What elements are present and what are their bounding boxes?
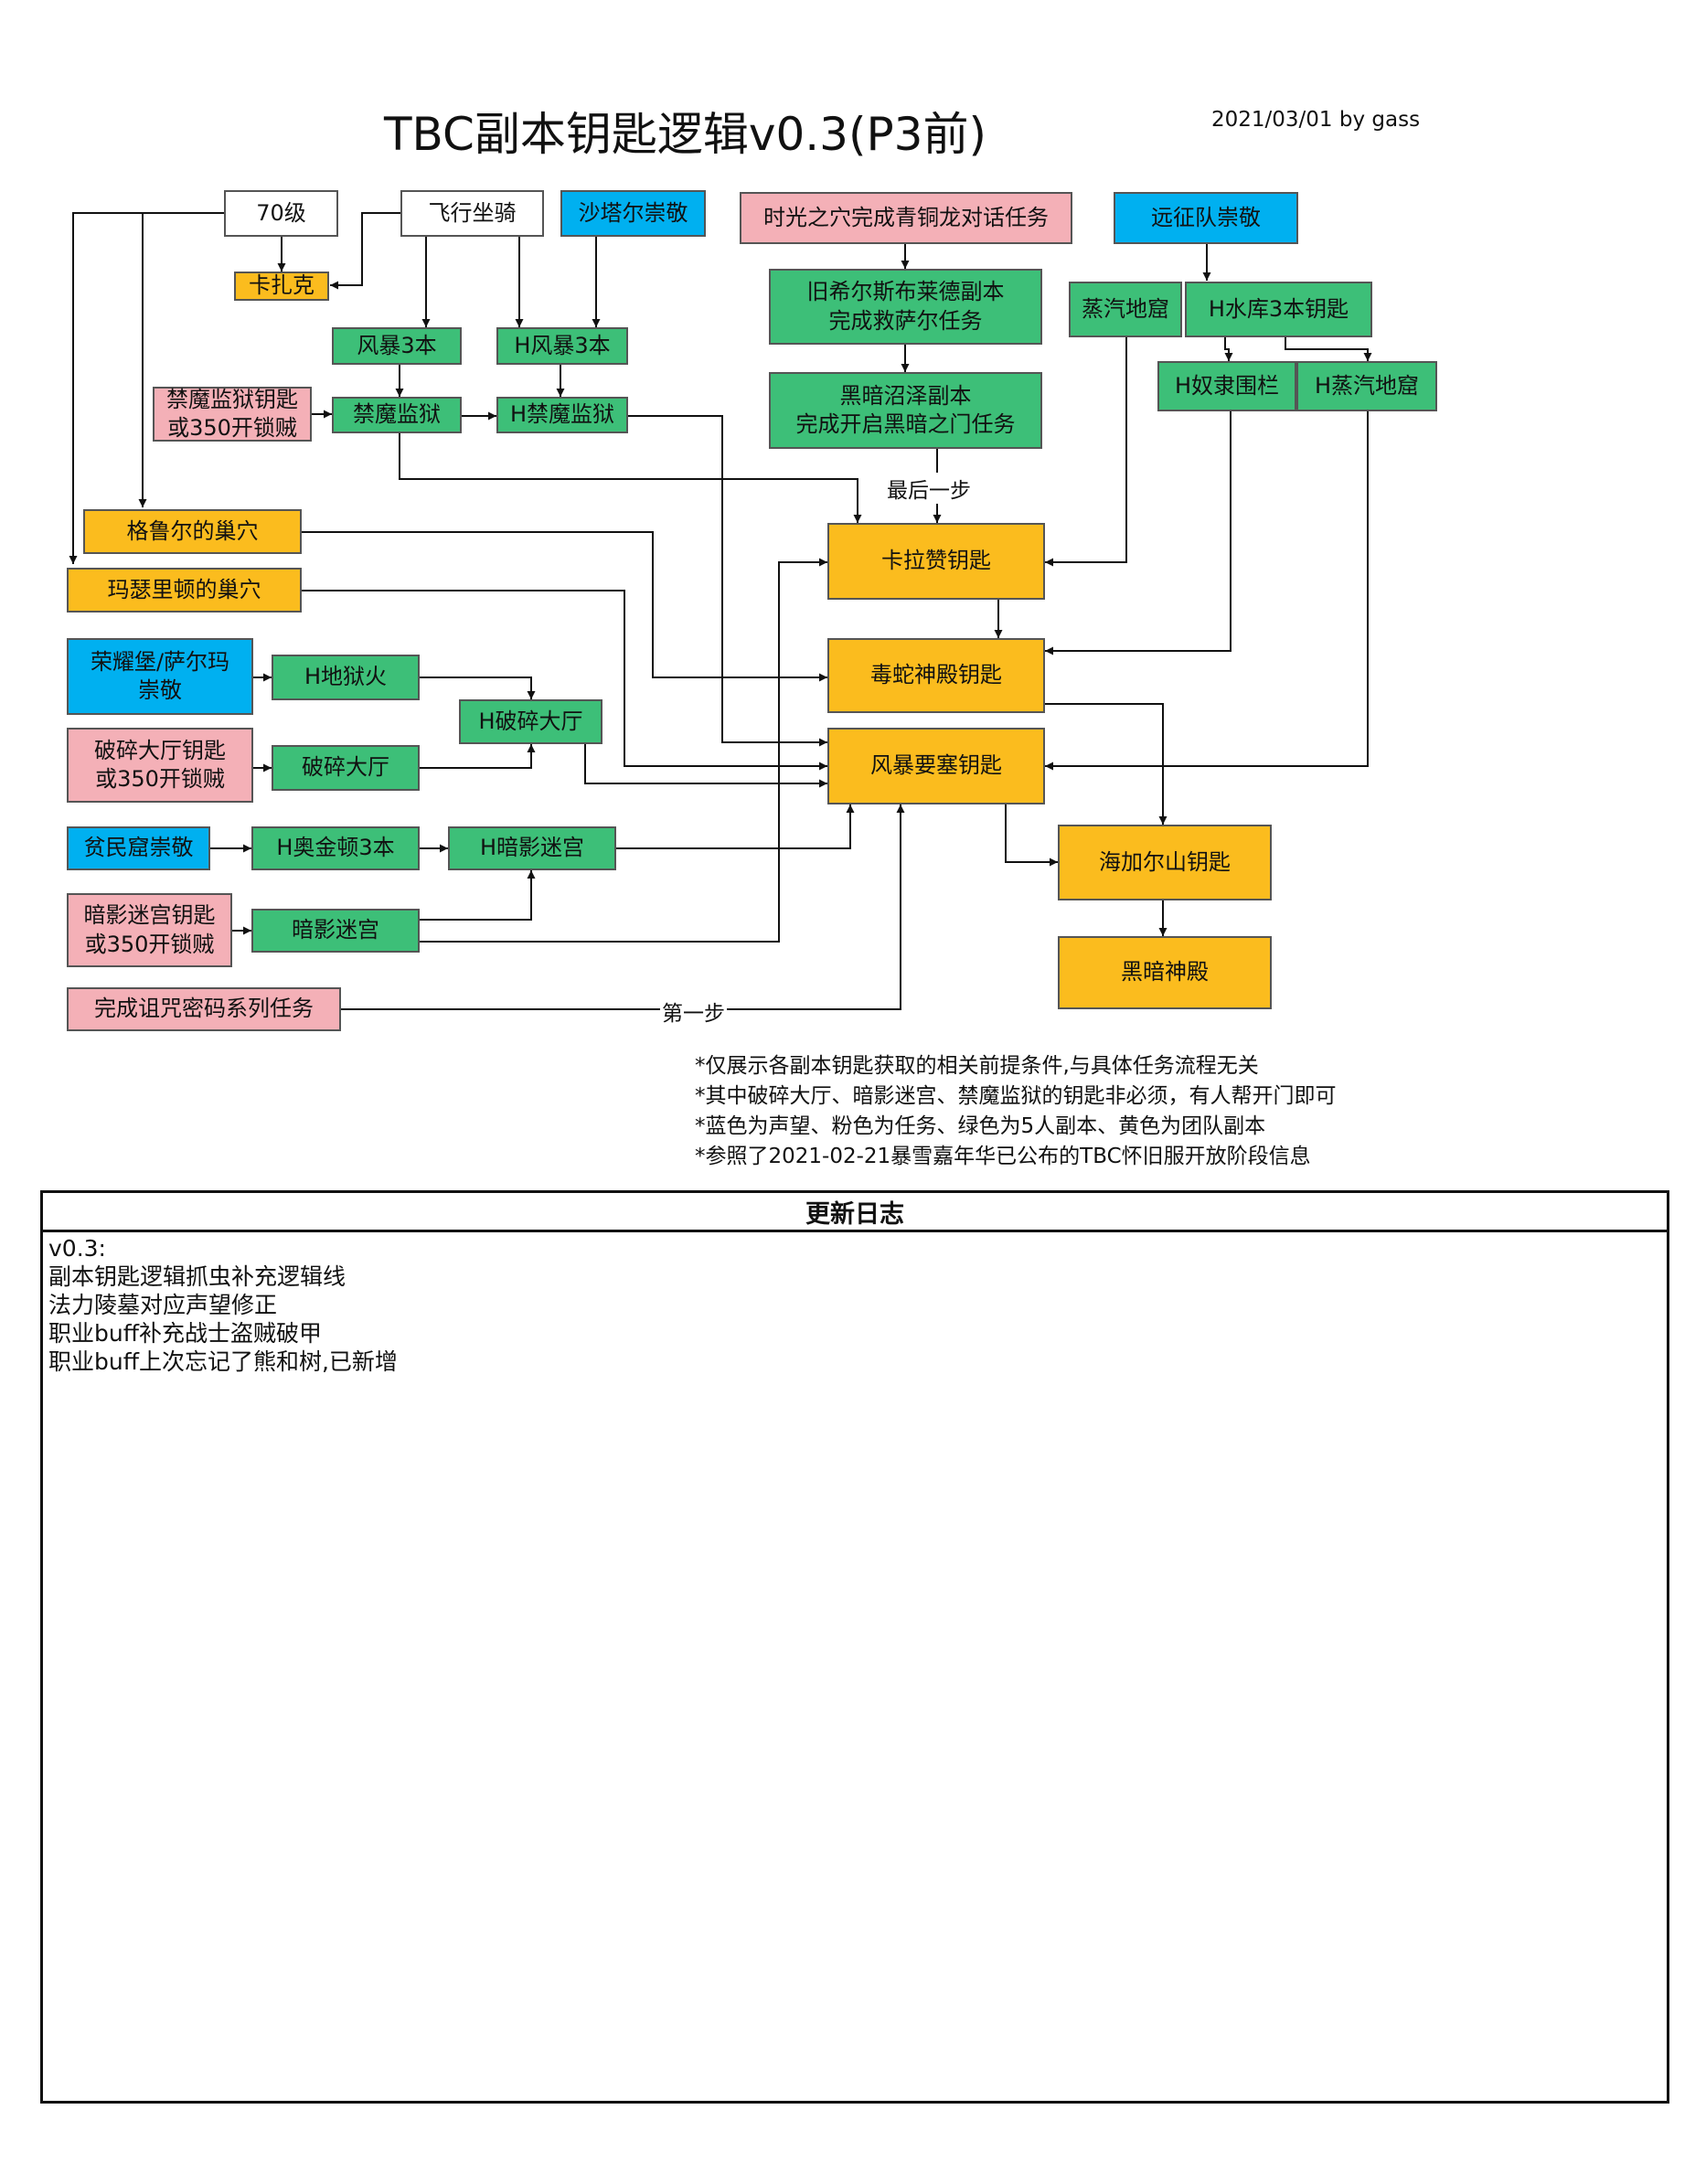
node-gruul-lair: 格鲁尔的巢穴: [83, 509, 302, 554]
edge-cipher-tk: [341, 804, 905, 1010]
node-honor-hold-revered: 荣耀堡/萨尔玛 崇敬: [67, 638, 253, 715]
node-karazhan-key: 卡拉赞钥匙: [827, 523, 1045, 600]
edge-shadow-hshadow: [420, 870, 536, 921]
node-h-reservoir-key: H水库3本钥匙: [1185, 282, 1372, 337]
edge-gruul-ssc: [302, 531, 827, 682]
footnote: *仅展示各副本钥匙获取的相关前提条件,与具体任务流程无关: [695, 1054, 1259, 1078]
node-black-morass: 黑暗沼泽副本 完成开启黑暗之门任务: [769, 372, 1042, 449]
edge-label-first-step: 第一步: [660, 996, 727, 1027]
changelog-line: 法力陵墓对应声望修正: [48, 1292, 278, 1318]
footnotes: *仅展示各副本钥匙获取的相关前提条件,与具体任务流程无关 *其中破碎大厅、暗影迷…: [695, 1051, 1337, 1172]
page-title: TBC副本钥匙逻辑v0.3(P3前): [384, 108, 986, 161]
node-arcatraz-key: 禁魔监狱钥匙 或350开锁贼: [153, 387, 312, 442]
node-magtheridon-lair: 玛瑟里顿的巢穴: [67, 568, 302, 613]
edge-hreservoir-hsteam: [1285, 337, 1372, 361]
changelog-line: 职业buff补充战士盗贼破甲: [48, 1320, 322, 1347]
node-expedition-revered: 远征队崇敬: [1114, 192, 1298, 244]
edge-lv70-gruul: [138, 212, 224, 507]
edge-hshadow-tk: [616, 804, 855, 849]
footnote: *参照了2021-02-21暴雪嘉年华已公布的TBC怀旧服开放阶段信息: [695, 1145, 1311, 1168]
node-h-shattered-halls: H破碎大厅: [459, 699, 602, 744]
node-shadow-labyrinth-key: 暗影迷宫钥匙 或350开锁贼: [67, 893, 232, 967]
node-serpentshrine-key: 毒蛇神殿钥匙: [827, 638, 1045, 713]
node-hyjal-key: 海加尔山钥匙: [1058, 825, 1272, 900]
edge-flying-kazzak: [330, 212, 400, 290]
node-tempest-keep-key: 风暴要塞钥匙: [827, 728, 1045, 804]
date-author: 2021/03/01 by gass: [1211, 108, 1421, 132]
node-shattered-halls-key: 破碎大厅钥匙 或350开锁贼: [67, 728, 253, 803]
node-h-slave-pens: H奴隶围栏: [1157, 361, 1296, 411]
node-h-auchindoun-3: H奥金顿3本: [251, 826, 420, 870]
edge-shattered-hshattered: [420, 744, 536, 769]
edge-hsteam-tk: [1045, 411, 1369, 771]
changelog-line: 职业buff上次忘记了熊和树,已新增: [48, 1348, 398, 1375]
changelog-heading: 更新日志: [43, 1193, 1667, 1232]
edge-ssc-hyjal: [1045, 703, 1168, 825]
edge-mag-tk: [302, 590, 827, 771]
changelog-panel: 更新日志 v0.3: 副本钥匙逻辑抓虫补充逻辑线 法力陵墓对应声望修正 职业bu…: [40, 1190, 1669, 2104]
node-arcatraz: 禁魔监狱: [332, 397, 462, 433]
node-level-70: 70级: [224, 190, 338, 237]
node-shadow-labyrinth: 暗影迷宫: [251, 909, 420, 953]
edge-label-last-step: 最后一步: [885, 473, 973, 504]
node-shatar-revered: 沙塔尔崇敬: [560, 190, 706, 237]
changelog-line: 副本钥匙逻辑抓虫补充逻辑线: [48, 1263, 347, 1290]
edge-hslavepens-ssc: [1045, 411, 1232, 655]
edge-hshattered-tk: [584, 744, 827, 788]
footnote: *其中破碎大厅、暗影迷宫、禁魔监狱的钥匙非必须，有人帮开门即可: [695, 1084, 1337, 1108]
node-kazzak: 卡扎克: [234, 272, 329, 301]
node-h-arcatraz: H禁魔监狱: [496, 397, 628, 433]
edge-harcatraz-tk: [628, 415, 827, 747]
node-caverns-quest: 时光之穴完成青铜龙对话任务: [740, 192, 1072, 244]
node-flying-mount: 飞行坐骑: [400, 190, 544, 237]
footnote: *蓝色为声望、粉色为任务、绿色为5人副本、黄色为团队副本: [695, 1114, 1266, 1138]
node-lower-city-revered: 贫民窟崇敬: [67, 826, 210, 870]
node-steam-vault: 蒸汽地窟: [1069, 282, 1182, 337]
changelog-body: v0.3: 副本钥匙逻辑抓虫补充逻辑线 法力陵墓对应声望修正 职业buff补充战…: [43, 1232, 1667, 1378]
edge-arcatraz-karazhan: [399, 433, 862, 523]
edge-tk-hyjal: [1005, 804, 1058, 867]
edge-hhellfire-hshattered: [420, 677, 536, 699]
edge-steam-karazhan: [1045, 337, 1127, 567]
node-h-storm-3: H风暴3本: [496, 327, 628, 365]
changelog-line: v0.3:: [48, 1235, 106, 1262]
node-h-hellfire: H地狱火: [272, 655, 420, 700]
node-cipher-quest: 完成诅咒密码系列任务: [67, 987, 341, 1031]
node-h-shadow-labyrinth: H暗影迷宫: [448, 826, 616, 870]
node-old-hillsbrad: 旧希尔斯布莱德副本 完成救萨尔任务: [769, 269, 1042, 345]
node-h-steam-vault: H蒸汽地窟: [1296, 361, 1437, 411]
edge-hreservoir-hslavepens: [1224, 337, 1233, 361]
node-storm-3: 风暴3本: [332, 327, 462, 365]
edge-shadow-karazhan: [420, 558, 827, 943]
node-shattered-halls: 破碎大厅: [272, 745, 420, 791]
node-black-temple: 黑暗神殿: [1058, 936, 1272, 1009]
